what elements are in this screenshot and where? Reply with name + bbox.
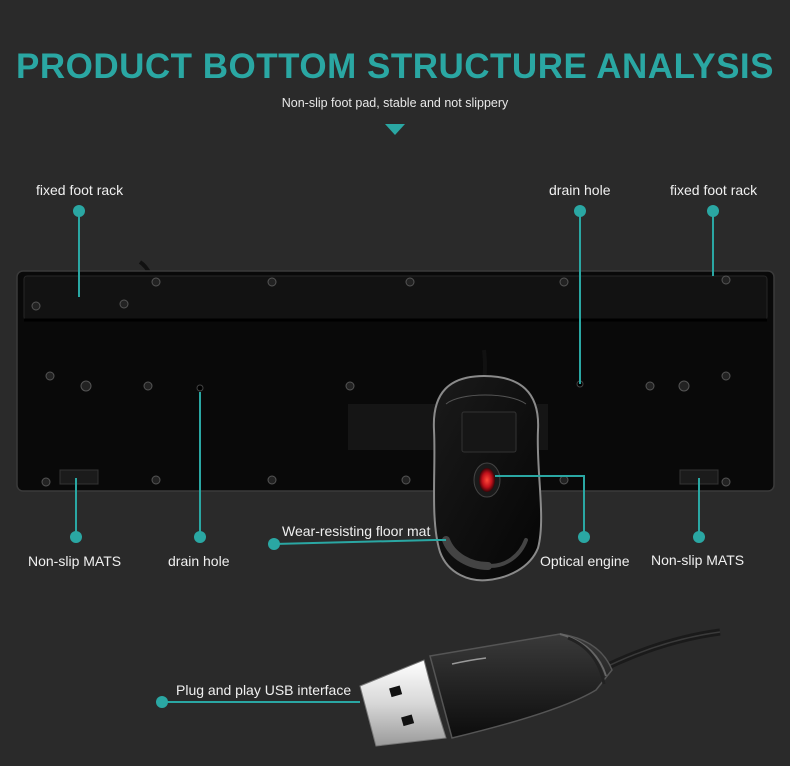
callout-drain-hole-right: drain hole	[549, 182, 611, 198]
page-subtitle: Non-slip foot pad, stable and not slippe…	[281, 96, 509, 110]
keyboard-bottom	[16, 270, 775, 492]
mouse-bottom	[432, 374, 543, 582]
callout-usb-interface: Plug and play USB interface	[176, 682, 352, 698]
callout-fixed-foot-rack-left: fixed foot rack	[36, 182, 124, 198]
callout-wear-resisting-floor-mat: Wear-resisting floor mat	[282, 523, 431, 539]
callout-non-slip-mats-right: Non-slip MATS	[651, 552, 745, 568]
callout-optical-engine: Optical engine	[540, 553, 630, 569]
callout-fixed-foot-rack-right: fixed foot rack	[670, 182, 758, 198]
page-title: PRODUCT BOTTOM STRUCTURE ANALYSIS	[15, 47, 774, 86]
usb-plug	[359, 628, 721, 747]
callout-non-slip-mats-left: Non-slip MATS	[28, 553, 122, 569]
chevron-down-icon	[385, 124, 405, 135]
callout-drain-hole-left: drain hole	[168, 553, 230, 569]
